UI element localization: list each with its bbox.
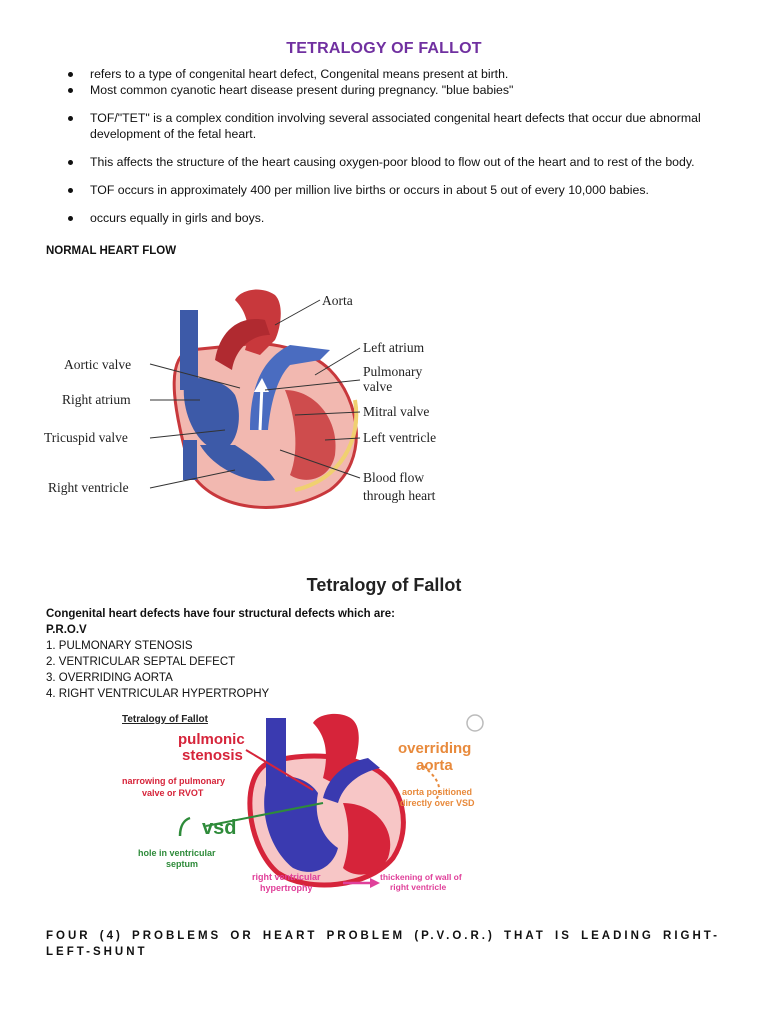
defect-item: 1. PULMONARY STENOSIS	[46, 640, 193, 652]
label-mitral-valve: Mitral valve	[363, 404, 429, 419]
label-left-ventricle: Left ventricle	[363, 430, 436, 445]
pulmonic-label-2: stenosis	[182, 747, 243, 764]
label-pulmonary-valve-line2: valve	[363, 379, 392, 394]
inferior-vena-cava	[183, 440, 197, 480]
label-left-atrium: Left atrium	[363, 340, 425, 355]
vsd-label: vsd	[202, 817, 236, 839]
label-pulmonary-valve-line1: Pulmonary	[363, 364, 422, 379]
hole-label-2: septum	[166, 859, 198, 869]
overriding-label-2: aorta	[416, 757, 453, 774]
rvh-label-1: right ventricular	[252, 872, 321, 882]
right-atrium-shape	[183, 378, 239, 451]
vsd-curve-arrow	[178, 816, 191, 837]
defect-item: 2. VENTRICULAR SEPTAL DEFECT	[46, 656, 236, 668]
label-right-atrium: Right atrium	[62, 392, 131, 407]
vsd-arrow	[205, 802, 324, 827]
bullet-item: occurs equally in girls and boys.	[68, 210, 728, 226]
label-blood-flow-line1: Blood flow	[363, 470, 424, 485]
page-title: TETRALOGY OF FALLOT	[286, 40, 482, 57]
flow-arrow	[258, 384, 264, 431]
bullet-item: refers to a type of congenital heart def…	[68, 66, 728, 82]
label-right-ventricle: Right ventricle	[48, 480, 129, 495]
tof-left-side	[343, 803, 391, 875]
defects-list: Congenital heart defects have four struc…	[46, 606, 395, 702]
defects-intro: Congenital heart defects have four struc…	[46, 608, 395, 620]
tof-vena-cava	[266, 718, 286, 788]
narrowing-label-2: valve or RVOT	[142, 788, 204, 798]
label-aortic-valve: Aortic valve	[64, 357, 131, 372]
hole-label-1: hole in ventricular	[138, 848, 216, 858]
bullet-item: This affects the structure of the heart …	[68, 154, 728, 170]
overriding-label-1: overriding	[398, 740, 471, 757]
flow-arrowhead	[254, 378, 269, 392]
leader-lines	[149, 299, 361, 489]
tetralogy-diagram: Tetralogy of Fallot pulmonic stenosis na…	[118, 708, 488, 898]
thickening-label-2: right ventricle	[390, 882, 446, 892]
bullet-item: TOF occurs in approximately 400 per mill…	[68, 182, 728, 198]
heart-border-yellow	[294, 399, 359, 492]
label-tricuspid-valve: Tricuspid valve	[44, 430, 128, 445]
defect-item: 4. RIGHT VENTRICULAR HYPERTROPHY	[46, 688, 270, 700]
tof-diagram-title: Tetralogy of Fallot	[122, 714, 209, 725]
narrowing-label-1: narrowing of pulmonary	[122, 776, 225, 786]
label-blood-flow-line2: through heart	[363, 488, 436, 503]
logo-icon	[466, 714, 484, 732]
tof-pulmonary	[323, 758, 380, 803]
vena-cava	[180, 310, 198, 390]
aorta-positioned-label-2: directly over VSD	[400, 798, 475, 808]
rvh-label-2: hypertrophy	[260, 883, 313, 893]
pulmonary-artery	[250, 345, 330, 430]
four-problems-heading: FOUR (4) PROBLEMS OR HEART PROBLEM (P.V.…	[46, 930, 720, 958]
overriding-dashed-arrow	[422, 765, 441, 801]
aorta-positioned-label-1: aorta positioned	[402, 787, 472, 797]
label-aorta: Aorta	[322, 293, 353, 308]
thickening-label-1: thickening of wall of	[380, 872, 462, 882]
bullet-item: Most common cyanotic heart disease prese…	[68, 82, 728, 98]
aortic-arch	[215, 319, 270, 370]
right-ventricle-shape	[200, 445, 275, 481]
bullet-item: TOF/"TET" is a complex condition involvi…	[68, 110, 728, 142]
normal-heart-flow-heading: NORMAL HEART FLOW	[46, 245, 177, 257]
defect-item: 3. OVERRIDING AORTA	[46, 672, 173, 684]
pulmonic-label-1: pulmonic	[178, 731, 245, 748]
hypertrophy-arrowhead	[370, 878, 380, 888]
normal-heart-diagram: Aorta Left atrium Pulmonary valve Mitral…	[44, 289, 436, 509]
left-ventricle-shape	[285, 390, 336, 480]
pulmonic-arrow	[245, 749, 314, 791]
intro-bullet-list: refers to a type of congenital heart def…	[68, 66, 728, 226]
tof-right-side	[264, 776, 338, 872]
defects-acronym: P.R.O.V	[46, 624, 87, 636]
section-title: Tetralogy of Fallot	[306, 575, 462, 595]
